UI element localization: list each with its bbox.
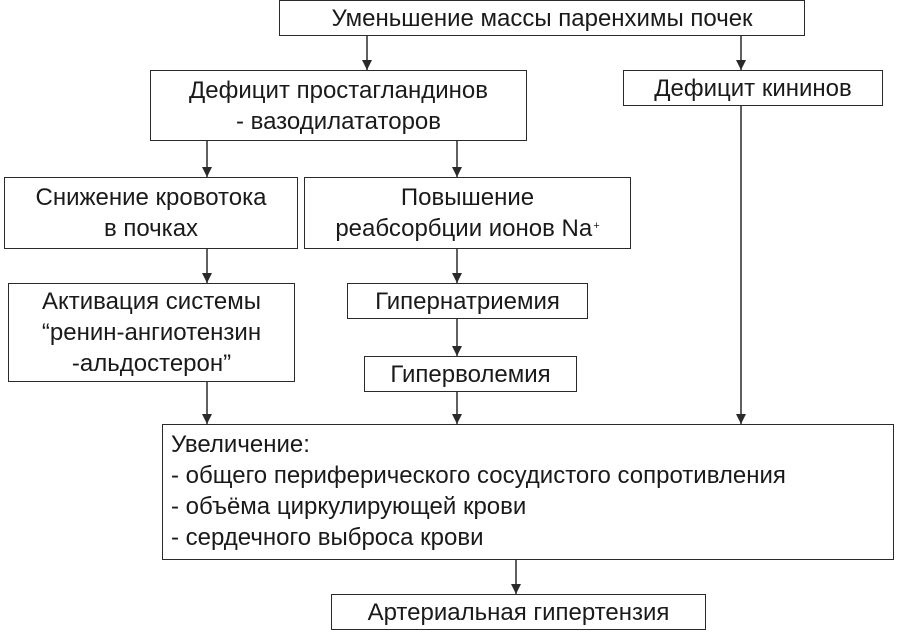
box-kinin-deficit: Дефицит кининов — [623, 70, 883, 106]
node-text: -альдостерон” — [71, 350, 232, 377]
node-text-line: Повышение — [401, 182, 534, 213]
node-text-line: Гипернатриемия — [375, 286, 560, 317]
box-raas-activation: Активация системы “ренин-ангиотензин -альд… — [8, 283, 295, 382]
node-text-line: - объёма циркулирующей крови — [171, 491, 526, 522]
superscript-charge: + — [593, 220, 600, 232]
node-text-line: Дефицит кининов — [654, 73, 851, 104]
node-text-line: Артериальная гипертензия — [368, 597, 670, 628]
box-prostaglandin-deficit: Дефицит простагландинов - вазодилататоров — [150, 70, 527, 141]
node-text-line: Снижение кровотока — [35, 182, 266, 213]
node-text: Снижение кровотока — [35, 184, 267, 211]
node-text: - объёма циркулирующей крови — [171, 493, 527, 520]
node-text: - общего периферического сосудистого соп… — [171, 462, 786, 489]
node-text: Дефицит простагландинов — [189, 76, 488, 104]
node-text-line: Увеличение: — [171, 429, 310, 460]
node-text: Дефицит кининов — [654, 74, 852, 102]
node-text: Гиперволемия — [390, 360, 551, 388]
node-text-line: - вазодилататоров — [236, 106, 441, 137]
node-text: Гипернатриемия — [375, 287, 560, 315]
node-text: - вазодилататоров — [235, 107, 442, 135]
box-hypervolemia: Гиперволемия — [364, 356, 577, 392]
node-text-line: реабсорбции ионов Na+ — [335, 213, 599, 244]
node-text-line: - сердечного выброса крови — [171, 522, 484, 553]
node-text: Увеличение: — [171, 431, 310, 458]
node-text: - сердечного выброса крови — [171, 524, 484, 551]
node-text-line: Гиперволемия — [390, 359, 550, 390]
node-text-line: - общего периферического сосудистого соп… — [171, 460, 786, 491]
node-text: “ренин-ангиотензин — [41, 319, 262, 346]
node-text-line: -альдостерон” — [72, 348, 231, 379]
box-reduced-renal-blood-flow: Снижение кровотока в почках — [4, 177, 298, 249]
node-text: реабсорбции ионов Na — [335, 215, 593, 242]
node-text-line: в почках — [104, 213, 198, 244]
node-text-line: Активация системы — [42, 286, 261, 317]
node-text-line: “ренин-ангиотензин — [42, 317, 261, 348]
node-text: Уменьшение массы паренхимы почек — [331, 4, 753, 32]
box-hypernatremia: Гипернатриемия — [347, 283, 588, 319]
node-text: Артериальная гипертензия — [367, 598, 670, 626]
box-arterial-hypertension: Артериальная гипертензия — [331, 594, 706, 630]
node-text: Повышение — [400, 184, 535, 211]
box-reduced-parenchyma: Уменьшение массы паренхимы почек — [279, 0, 805, 36]
box-increase-list: Увеличение: - общего периферического сосу… — [162, 424, 894, 560]
node-text-line: Дефицит простагландинов — [189, 75, 488, 106]
node-text: в почках — [103, 215, 199, 242]
node-text-line: Уменьшение массы паренхимы почек — [331, 3, 752, 34]
node-text: Активация системы — [41, 288, 262, 315]
